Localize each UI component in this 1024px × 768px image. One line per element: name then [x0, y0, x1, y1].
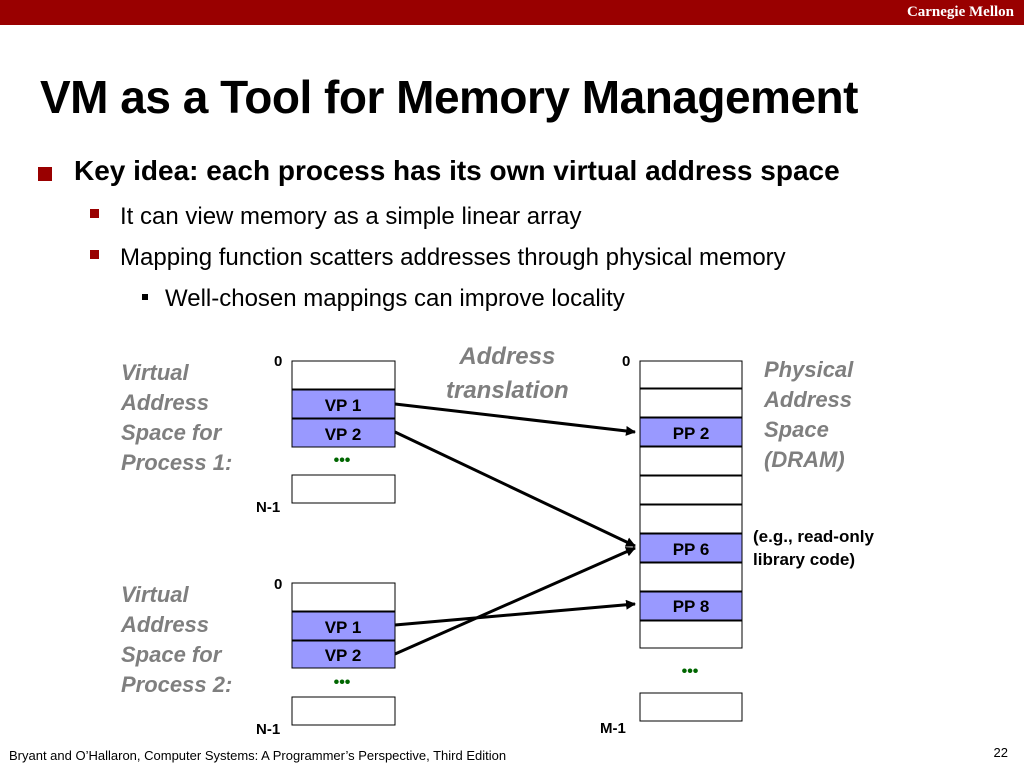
pas-m-minus-1: M-1	[600, 720, 626, 737]
vas1-vp2-label: VP 2	[325, 425, 362, 444]
physical-space-label: Physical Address Space (DRAM)	[764, 357, 854, 472]
slide-title: VM as a Tool for Memory Management	[40, 71, 858, 123]
pas-page-9	[639, 620, 743, 649]
footer-citation: Bryant and O’Hallaron, Computer Systems:…	[9, 748, 507, 763]
vas2-page-last	[291, 696, 396, 726]
top-banner: Carnegie Mellon	[0, 0, 1024, 25]
vas2-ellipsis: •••	[334, 674, 351, 691]
pas-page-3	[639, 446, 743, 476]
pas-pp8-label: PP 8	[673, 597, 710, 616]
pas-zero: 0	[622, 353, 630, 370]
bullet-square-icon	[90, 250, 99, 259]
pas-page-last	[639, 692, 743, 722]
bullet-mapping-function: Mapping function scatters addresses thro…	[120, 244, 786, 271]
pas-pp2-label: PP 2	[673, 424, 710, 443]
vas-process1-label: Virtual Address Space for Process 1:	[121, 360, 233, 475]
bullet-linear-array: It can view memory as a simple linear ar…	[120, 203, 582, 230]
pas-page-0	[639, 360, 743, 389]
bullet-locality: Well-chosen mappings can improve localit…	[165, 285, 625, 312]
pas-ellipsis: •••	[682, 663, 699, 680]
address-translation-label: Address translation	[446, 343, 569, 404]
brand-label: Carnegie Mellon	[906, 4, 1014, 20]
vas2-vp2	[291, 640, 396, 669]
bullet-key-idea: Key idea: each process has its own virtu…	[74, 155, 840, 186]
pas-pp6	[639, 533, 743, 563]
vas2-vp2-label: VP 2	[325, 646, 362, 665]
pas-pp6-label: PP 6	[673, 540, 710, 559]
pas-pp8	[639, 591, 743, 621]
vas1-page-0	[291, 360, 396, 390]
vas1-n-minus-1: N-1	[256, 499, 280, 516]
bullet-square-icon	[90, 209, 99, 218]
pas-page-4	[639, 475, 743, 505]
pas-page-7	[639, 562, 743, 592]
vas1-page-last	[291, 474, 396, 504]
pas-page-1	[639, 388, 743, 418]
vas-process2-label: Virtual Address Space for Process 2:	[121, 582, 233, 697]
vas1-ellipsis: •••	[334, 452, 351, 469]
vas1-vp2	[291, 418, 396, 448]
arrow-p2vp1-to-pp8	[394, 599, 636, 627]
vas2-zero: 0	[274, 576, 282, 593]
arrow-p2vp2-to-pp6	[394, 546, 636, 656]
arrow-p1vp1-to-pp2	[394, 402, 636, 436]
readonly-note: (e.g., read-only library code)	[753, 527, 874, 569]
vas2-page-0	[291, 582, 396, 612]
bullet-square-icon	[142, 294, 148, 300]
vas1-vp1-label: VP 1	[325, 396, 362, 415]
vas1-zero: 0	[274, 353, 282, 370]
pas-page-5	[639, 504, 743, 534]
vas2-vp1	[291, 611, 396, 641]
page-number: 22	[993, 745, 1008, 760]
arrow-p1vp2-to-pp6	[394, 430, 636, 548]
vas2-n-minus-1: N-1	[256, 721, 280, 738]
bullet-square-icon	[38, 167, 52, 181]
vas2-vp1-label: VP 1	[325, 618, 362, 637]
pas-pp2	[639, 417, 743, 447]
